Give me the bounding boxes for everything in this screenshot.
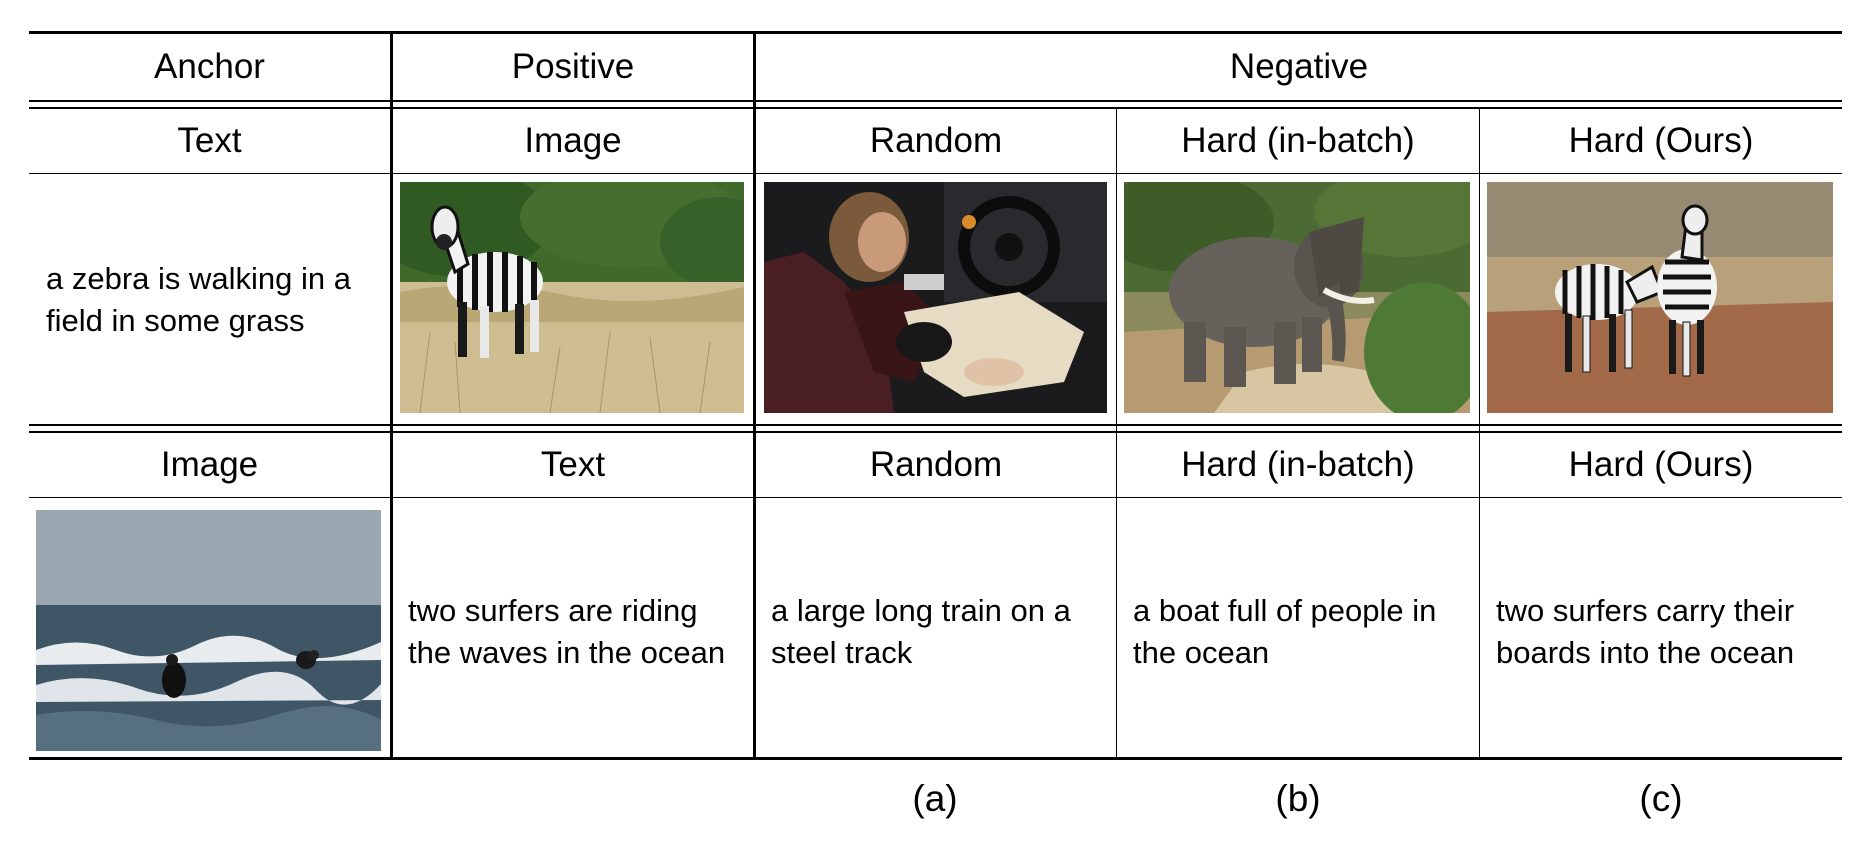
subfigure-label-c: (c) [1639, 778, 1683, 819]
row2-negative-hard-inbatch: Hard (in-batch) [1181, 445, 1415, 484]
row2-hard-inbatch-text: a boat full of people in the ocean [1133, 593, 1437, 670]
elephant-walking-photo [1124, 182, 1470, 413]
row1-negative-hard-ours: Hard (Ours) [1568, 121, 1754, 160]
row1-anchor-type: Text [177, 121, 242, 160]
row2-header-rule [29, 497, 1842, 498]
row2-random-text: a large long train on a steel track [771, 593, 1071, 670]
row1-negative-hard-inbatch: Hard (in-batch) [1181, 121, 1415, 160]
row2-negative-random: Random [869, 445, 1003, 484]
top-rule [29, 31, 1842, 34]
row2-hard-ours-text: two surfers carry their boards into the … [1496, 593, 1795, 670]
mid-double-rule-top [29, 424, 1842, 426]
header-double-rule-bottom [29, 107, 1842, 109]
col-divider-positive [753, 31, 756, 760]
man-in-car-photo [764, 182, 1107, 413]
subfigure-label-b: (b) [1275, 778, 1321, 819]
bottom-rule [29, 757, 1842, 760]
mid-double-rule-bottom [29, 431, 1842, 433]
row1-anchor-text: a zebra is walking in a field in some gr… [46, 261, 351, 338]
row1-header-rule [29, 173, 1842, 174]
header-double-rule-top [29, 100, 1842, 102]
col-divider-random [1116, 107, 1117, 760]
surfers-in-ocean-waves-photo [36, 510, 381, 751]
two-zebras-on-dirt-road-photo [1487, 182, 1833, 413]
row1-negative-random: Random [869, 121, 1003, 160]
row1-positive-type: Image [524, 121, 622, 160]
header-anchor: Anchor [154, 47, 265, 86]
row2-anchor-type: Image [160, 445, 259, 484]
zebra-walking-in-grass-photo [400, 182, 744, 413]
col-divider-anchor [390, 31, 393, 760]
row2-positive-type: Text [540, 445, 606, 484]
subfigure-label-a: (a) [912, 778, 958, 819]
col-divider-inbatch [1479, 107, 1480, 760]
row2-negative-hard-ours: Hard (Ours) [1568, 445, 1754, 484]
row2-positive-text: two surfers are riding the waves in the … [408, 593, 726, 670]
header-positive: Positive [511, 47, 635, 86]
header-negative: Negative [1229, 47, 1369, 86]
